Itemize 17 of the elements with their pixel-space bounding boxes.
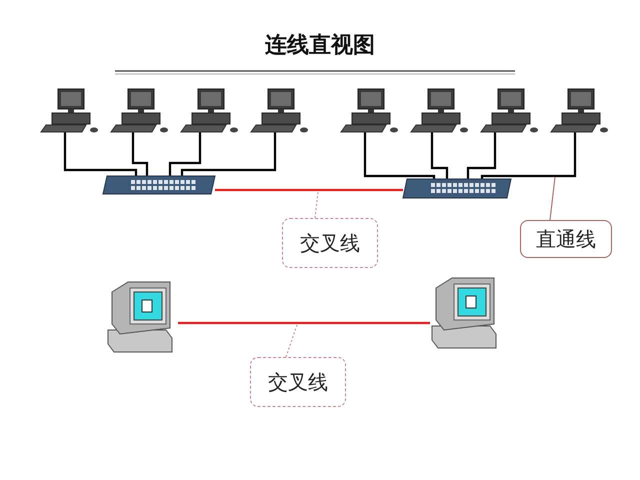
callout-text: 交叉线 <box>268 368 328 396</box>
callout-text: 交叉线 <box>300 230 360 256</box>
cable-line <box>64 132 138 176</box>
cable-line <box>168 132 202 176</box>
title: 连线直视图 <box>264 31 376 60</box>
callout-box <box>520 220 612 258</box>
callout-box <box>250 357 346 407</box>
callout-box <box>282 218 378 268</box>
callout-text: 直通线 <box>536 226 596 252</box>
cable-line <box>430 132 448 179</box>
cable-line <box>215 188 403 192</box>
cable-line <box>180 132 276 176</box>
cable-line <box>178 322 430 324</box>
cable-line <box>364 132 436 179</box>
cable-line <box>466 132 496 179</box>
cable-line <box>480 132 576 179</box>
cable-line <box>132 132 148 176</box>
